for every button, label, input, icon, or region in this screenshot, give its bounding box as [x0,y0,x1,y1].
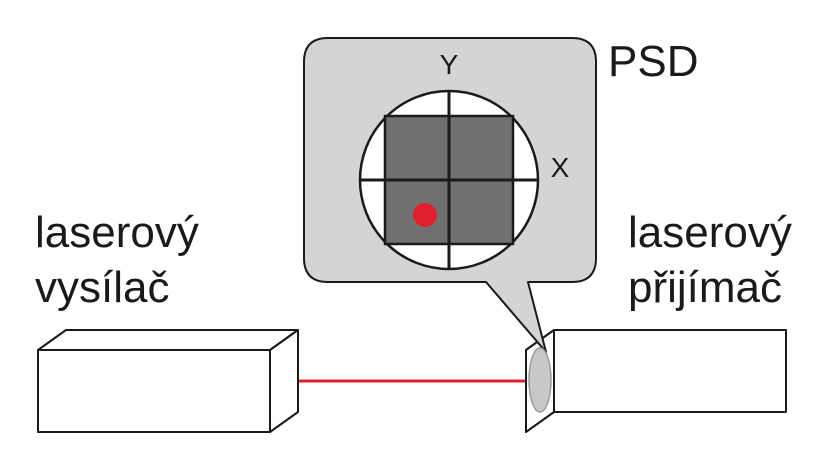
transmitter-label-line2: vysílač [35,263,169,312]
axis-x-label: X [551,152,570,183]
receiver-lens [528,347,552,413]
transmitter-top-face [37,329,299,351]
psd-sensor [358,89,540,271]
transmitter-side-face [269,329,299,433]
psd-label: PSD [608,37,698,86]
receiver-front-face [553,329,787,413]
transmitter-front-face [37,349,271,433]
laser-transmitter-box [37,329,299,433]
transmitter-label-line1: laserový [35,208,199,257]
receiver-label-line1: laserový [628,208,792,257]
laser-spot [413,203,437,227]
receiver-label-line2: přijímač [628,263,782,312]
axis-y-label: Y [440,49,459,80]
laser-receiver-box [525,329,787,433]
